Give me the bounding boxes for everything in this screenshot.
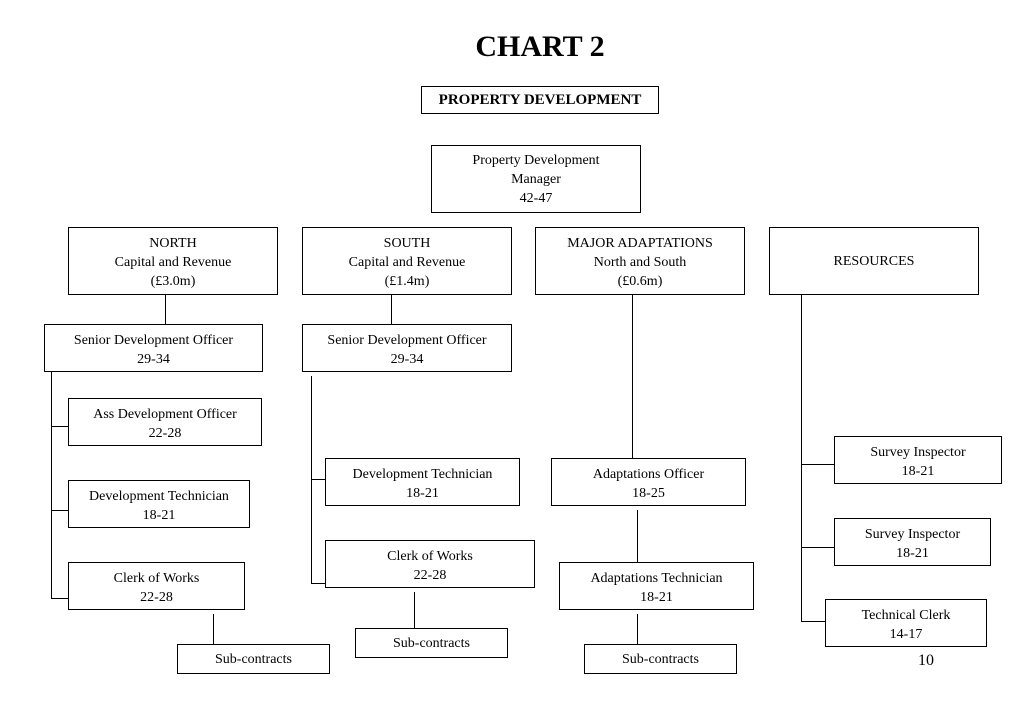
- resources-branch-survey1: [801, 464, 834, 465]
- south-senior-title: Senior Development Officer: [327, 333, 487, 348]
- north-senior-grade: 29-34: [137, 352, 170, 367]
- major-desc: North and South: [593, 255, 687, 270]
- south-desc: Capital and Revenue: [348, 255, 466, 270]
- page-title: CHART 2: [475, 30, 605, 63]
- adapt-tech-grade: 18-21: [640, 590, 673, 605]
- north-clerk-box: Clerk of Works 22-28: [68, 562, 245, 610]
- major-name: MAJOR ADAPTATIONS: [567, 236, 713, 251]
- south-sub-label: Sub-contracts: [393, 635, 470, 651]
- survey-inspector-box-2: Survey Inspector 18-21: [834, 518, 991, 566]
- north-ass-officer-box: Ass Development Officer 22-28: [68, 398, 262, 446]
- north-tech-title: Development Technician: [89, 489, 229, 504]
- resources-branch-survey2: [801, 547, 834, 548]
- tech-clerk-grade: 14-17: [889, 627, 923, 642]
- adaptations-officer-box: Adaptations Officer 18-25: [551, 458, 746, 506]
- north-clerk-title: Clerk of Works: [113, 571, 200, 586]
- resources-branch-line: [801, 295, 802, 622]
- south-branch-line: [311, 376, 312, 584]
- south-budget: (£1.4m): [384, 274, 430, 289]
- north-branch-line: [51, 372, 52, 599]
- manager-box: Property Development Manager 42-47: [431, 145, 641, 213]
- north-technician-box: Development Technician 18-21: [68, 480, 250, 528]
- adapt-officer-grade: 18-25: [632, 486, 665, 501]
- south-connector: [391, 295, 392, 324]
- survey-inspector-box-1: Survey Inspector 18-21: [834, 436, 1002, 484]
- manager-title-line2: Manager: [511, 171, 561, 187]
- south-subcontracts-box: Sub-contracts: [355, 628, 508, 658]
- north-connector: [165, 295, 166, 324]
- adaptations-technician-box: Adaptations Technician 18-21: [559, 562, 754, 610]
- north-desc: Capital and Revenue: [114, 255, 232, 270]
- adapt-tech-title: Adaptations Technician: [590, 571, 723, 586]
- major-tech-connector: [637, 510, 638, 562]
- survey2-title: Survey Inspector: [864, 527, 961, 542]
- north-sub-connector: [213, 614, 214, 644]
- north-budget: (£3.0m): [150, 274, 196, 289]
- north-name: NORTH: [149, 236, 197, 251]
- chart-subtitle: PROPERTY DEVELOPMENT: [421, 86, 659, 114]
- tech-clerk-title: Technical Clerk: [861, 608, 951, 623]
- south-senior-officer-box: Senior Development Officer 29-34: [302, 324, 512, 372]
- south-senior-grade: 29-34: [390, 352, 424, 367]
- major-connector: [632, 295, 633, 458]
- survey2-grade: 18-21: [896, 546, 929, 561]
- north-senior-title: Senior Development Officer: [73, 333, 234, 348]
- page-number: 10: [918, 652, 934, 669]
- major-sub-connector: [637, 614, 638, 644]
- south-name: SOUTH: [383, 236, 431, 251]
- resources-name: RESOURCES: [833, 253, 915, 269]
- north-branch-tech: [51, 510, 68, 511]
- major-sub-label: Sub-contracts: [622, 651, 699, 667]
- south-tech-grade: 18-21: [406, 486, 439, 501]
- resources-box: RESOURCES: [769, 227, 979, 295]
- manager-grade: 42-47: [519, 190, 553, 206]
- north-tech-grade: 18-21: [142, 508, 176, 523]
- south-clerk-box: Clerk of Works 22-28: [325, 540, 535, 588]
- south-sub-connector: [414, 592, 415, 628]
- technical-clerk-box: Technical Clerk 14-17: [825, 599, 987, 647]
- north-ass-grade: 22-28: [148, 426, 182, 441]
- major-subcontracts-box: Sub-contracts: [584, 644, 737, 674]
- survey1-grade: 18-21: [901, 464, 935, 479]
- north-sub-label: Sub-contracts: [215, 651, 292, 667]
- south-division-box: SOUTH Capital and Revenue (£1.4m): [302, 227, 512, 295]
- major-adaptations-box: MAJOR ADAPTATIONS North and South (£0.6m…: [535, 227, 745, 295]
- major-budget: (£0.6m): [617, 274, 663, 289]
- south-technician-box: Development Technician 18-21: [325, 458, 520, 506]
- south-tech-title: Development Technician: [352, 467, 493, 482]
- survey1-title: Survey Inspector: [870, 445, 966, 460]
- south-clerk-grade: 22-28: [413, 568, 447, 583]
- resources-branch-clerk: [801, 621, 825, 622]
- manager-title-line1: Property Development: [472, 152, 600, 168]
- north-senior-officer-box: Senior Development Officer 29-34: [44, 324, 263, 372]
- north-branch-ass: [51, 426, 68, 427]
- north-branch-clerk: [51, 598, 68, 599]
- south-branch-tech: [311, 479, 325, 480]
- adapt-officer-title: Adaptations Officer: [592, 467, 705, 482]
- north-clerk-grade: 22-28: [140, 590, 173, 605]
- north-subcontracts-box: Sub-contracts: [177, 644, 330, 674]
- north-ass-title: Ass Development Officer: [93, 407, 237, 422]
- south-branch-clerk: [311, 583, 325, 584]
- south-clerk-title: Clerk of Works: [387, 549, 473, 564]
- north-division-box: NORTH Capital and Revenue (£3.0m): [68, 227, 278, 295]
